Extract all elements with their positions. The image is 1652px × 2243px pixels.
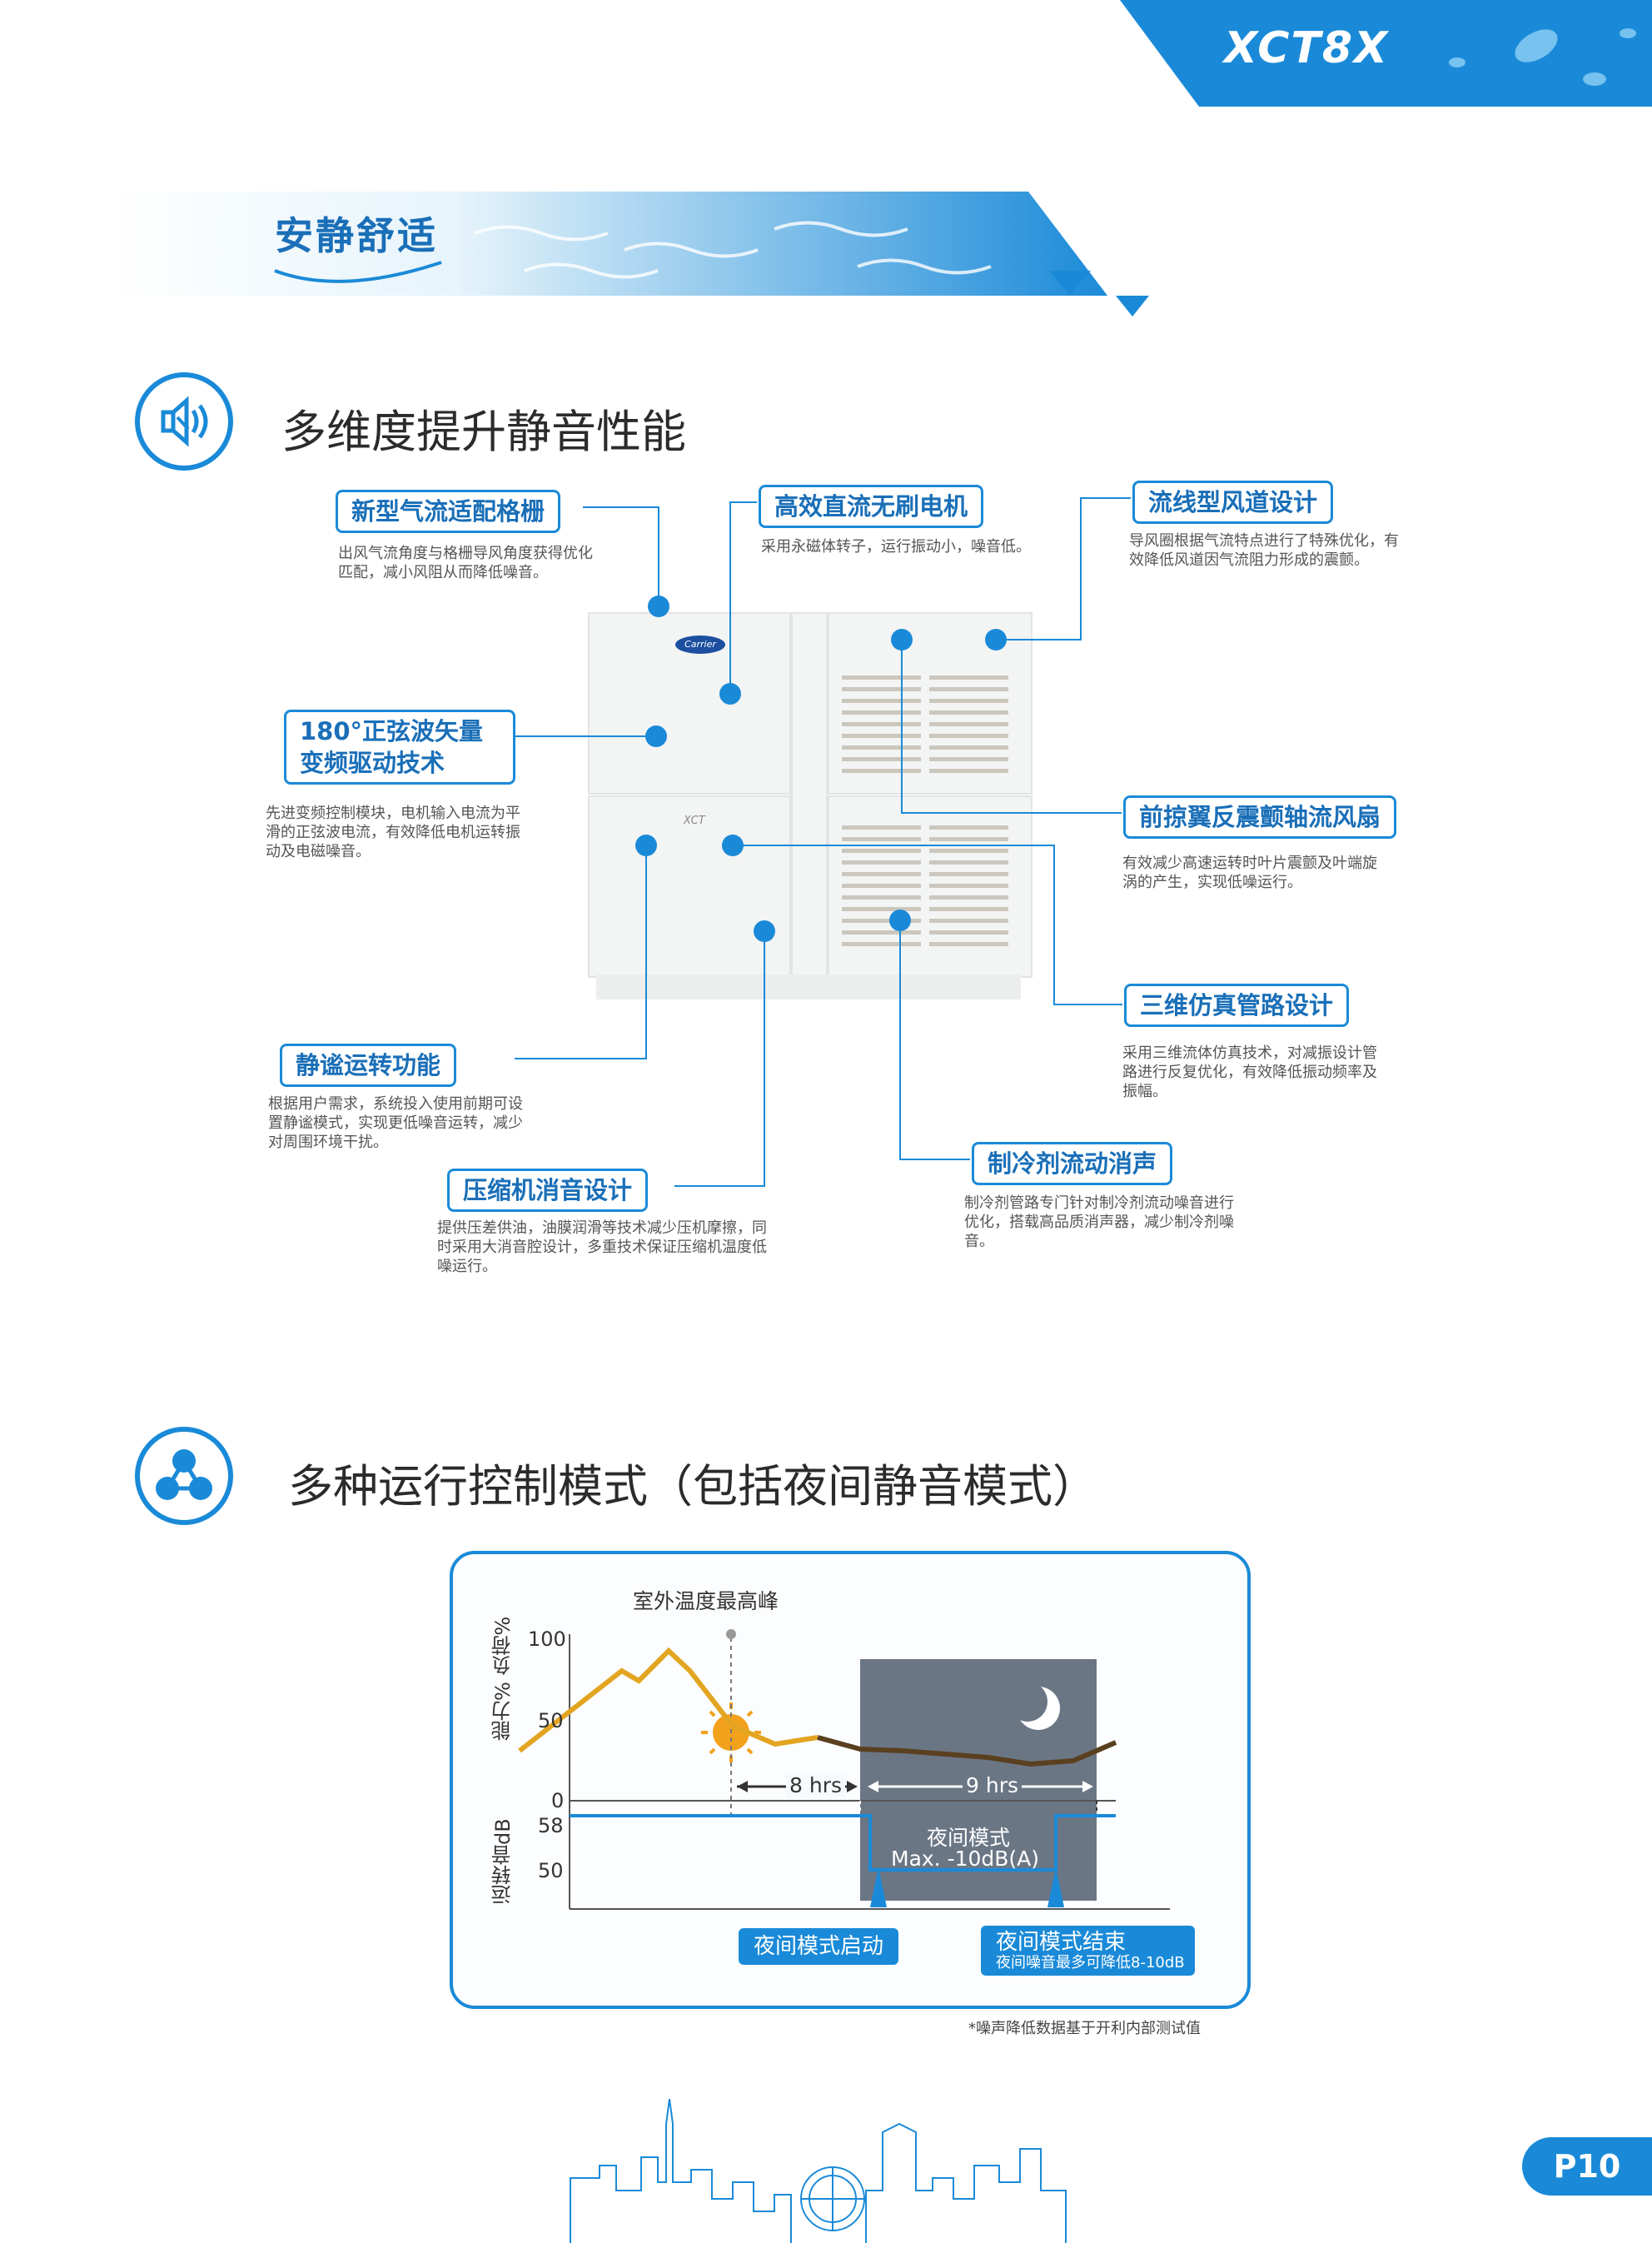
night-mode-end-tag-title: 夜间模式结束: [996, 1930, 1127, 1955]
callout-3d-piping: 三维仿真管路设计: [1124, 984, 1350, 1027]
outdoor-unit-image: Carrier XCT: [588, 611, 1032, 1002]
brand-tab: [1120, 0, 1652, 107]
callout-airflow-grille: 新型气流适配格栅: [336, 490, 561, 533]
callout-streamlined-duct-desc: 导风圈根据气流特点进行了特殊优化，有效降低风道因气流阻力形成的震颤。: [1129, 532, 1399, 569]
speaker-mute-icon: [135, 372, 233, 471]
ytick-50: 50: [538, 1709, 564, 1732]
page-number: P10: [1522, 2137, 1652, 2196]
night-mode-chart-plot: [518, 1629, 1170, 1910]
load-curve: [518, 1647, 819, 1753]
ytick-0: 0: [551, 1789, 565, 1812]
callout-sine-wave-drive-desc: 先进变频控制模块，电机输入电流为平滑的正弦波电流，有效降低电机运转振动及电磁噪音…: [266, 805, 520, 860]
callout-refrigerant-silencer: 制冷剂流动消声: [972, 1142, 1173, 1185]
unit-panel-middle: [791, 612, 828, 978]
night-mode-end-tag-sub: 夜间噪音最多可降低8-10dB: [996, 1954, 1185, 1971]
peak-label: 室外温度最高峰: [633, 1589, 779, 1613]
city-skyline-illustration: [570, 2099, 1067, 2243]
y-axis-label-bottom: 运转音dB: [491, 1818, 515, 1905]
night-mode-label: 夜间模式: [927, 1826, 1011, 1850]
callout-axial-fan-desc: 有效减少高速运转时叶片震颤及叶端旋涡的产生，实现低噪运行。: [1122, 855, 1377, 891]
callout-quiet-mode-desc: 根据用户需求，系统投入使用前期可设置静谧模式，实现更低噪音运转，减少对周围环境干…: [268, 1095, 523, 1151]
unit-grilles: [842, 675, 1008, 946]
ytick-58: 58: [538, 1814, 564, 1837]
start-tag-pointer: [870, 1867, 887, 1907]
callout-dc-motor: 高效直流无刷电机: [759, 485, 984, 528]
callout-airflow-grille-desc: 出风气流角度与格栅导风角度获得优化匹配，减小风阻从而降低噪音。: [338, 545, 593, 581]
y-axis-label-top: 能力% 负荷%: [491, 1616, 515, 1741]
banner-title: 安静舒适: [275, 213, 438, 258]
peak-marker: [726, 1629, 736, 1639]
section2-title: 多种运行控制模式（包括夜间静音模式）: [288, 1460, 1097, 1513]
callout-leaders: [510, 497, 1131, 1187]
callout-refrigerant-silencer-desc: 制冷剂管路专门针对制冷剂流动噪音进行优化，搭载高品质消声器，减少制冷剂噪音。: [964, 1194, 1234, 1250]
night-mode-end-tag: 夜间模式结束 夜间噪音最多可降低8-10dB: [981, 1926, 1195, 1976]
brand-logo: XCT8X: [1224, 23, 1390, 73]
callout-axial-fan: 前掠翼反震颤轴流风扇: [1123, 795, 1397, 839]
callout-compressor-silencer: 压缩机消音设计: [447, 1169, 649, 1212]
carrier-logo: Carrier: [675, 636, 725, 654]
noise-line: [570, 1814, 1116, 1872]
unit-base: [596, 974, 1021, 999]
callout-dc-motor-desc: 采用永磁体转子，运行振动小，噪音低。: [761, 538, 1031, 556]
end-tag-pointer: [1047, 1867, 1064, 1907]
footnote: *噪声降低数据基于开利内部测试值: [968, 2020, 1201, 2037]
night-mode-value: Max. -10dB(A): [891, 1847, 1040, 1871]
callout-compressor-silencer-desc: 提供压差供油，油膜润滑等技术减少压机摩擦，同时采用大消音腔设计，多重技术保证压缩…: [437, 1219, 767, 1275]
night-interval-label: 9 hrs: [963, 1773, 1023, 1797]
section-banner: [108, 192, 1149, 317]
ytick-50-db: 50: [538, 1859, 564, 1882]
network-nodes-icon: [135, 1427, 233, 1525]
moon-icon: [1008, 1682, 1060, 1730]
ytick-100: 100: [528, 1627, 566, 1651]
callout-3d-piping-desc: 采用三维流体仿真技术，对减振设计管路进行反复优化，有效降低振动频率及振幅。: [1122, 1044, 1377, 1100]
callout-quiet-mode: 静谧运转功能: [280, 1044, 457, 1087]
callout-sine-wave-drive: 180°正弦波矢量变频驱动技术: [284, 710, 515, 785]
night-mode-start-tag: 夜间模式启动: [739, 1928, 899, 1965]
callout-streamlined-duct: 流线型风道设计: [1132, 481, 1334, 524]
load-curve-night: [817, 1735, 1117, 1767]
section1-title: 多维度提升静音性能: [281, 406, 686, 458]
day-interval-label: 8 hrs: [786, 1773, 846, 1797]
unit-badge: XCT: [684, 815, 705, 827]
